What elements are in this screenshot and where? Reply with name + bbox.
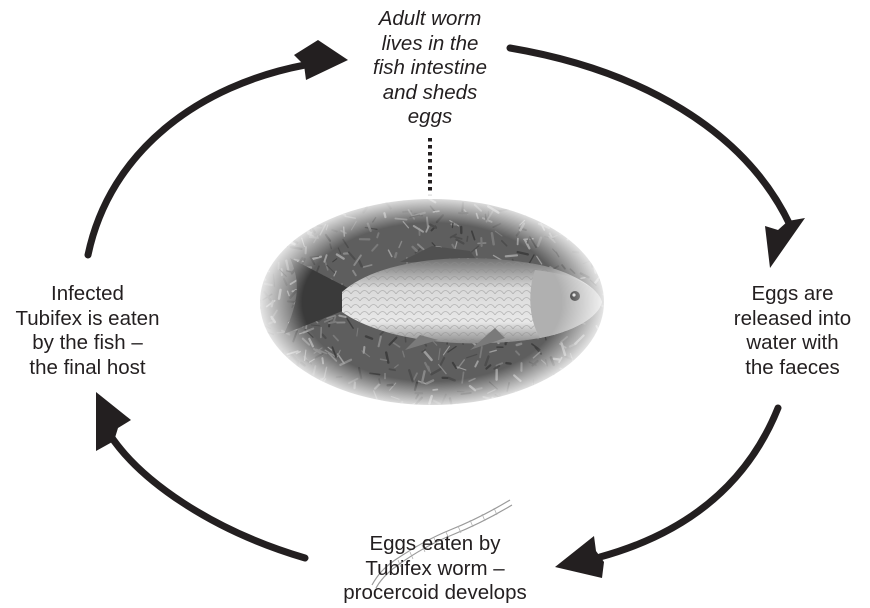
arrow-eggs-released-to-tubifex — [555, 408, 778, 578]
label-line: lives in the — [335, 32, 525, 57]
label-line: Infected — [0, 282, 175, 307]
label-line: and sheds — [335, 81, 525, 106]
stage-adult-worm-label: Adult worm lives in the fish intestine a… — [335, 7, 525, 130]
label-line: fish intestine — [335, 56, 525, 81]
fish-photo — [251, 192, 614, 419]
stage-final-host-label: Infected Tubifex is eaten by the fish – … — [0, 282, 175, 380]
label-line: by the fish – — [0, 331, 175, 356]
label-line: Eggs eaten by — [310, 532, 560, 557]
label-line: eggs — [335, 105, 525, 130]
label-line: Tubifex is eaten — [0, 307, 175, 332]
stage-tubifex-label: Eggs eaten by Tubifex worm – procercoid … — [310, 532, 560, 606]
stage-eggs-released-label: Eggs are released into water with the fa… — [715, 282, 870, 380]
label-line: released into — [715, 307, 870, 332]
label-line: the final host — [0, 356, 175, 381]
label-line: Eggs are — [715, 282, 870, 307]
label-line: water with — [715, 331, 870, 356]
label-line: Adult worm — [335, 7, 525, 32]
label-line: Tubifex worm – — [310, 557, 560, 582]
label-line: the faeces — [715, 356, 870, 381]
label-line: procercoid develops — [310, 581, 560, 606]
arrow-tubifex-to-fish — [96, 392, 305, 558]
